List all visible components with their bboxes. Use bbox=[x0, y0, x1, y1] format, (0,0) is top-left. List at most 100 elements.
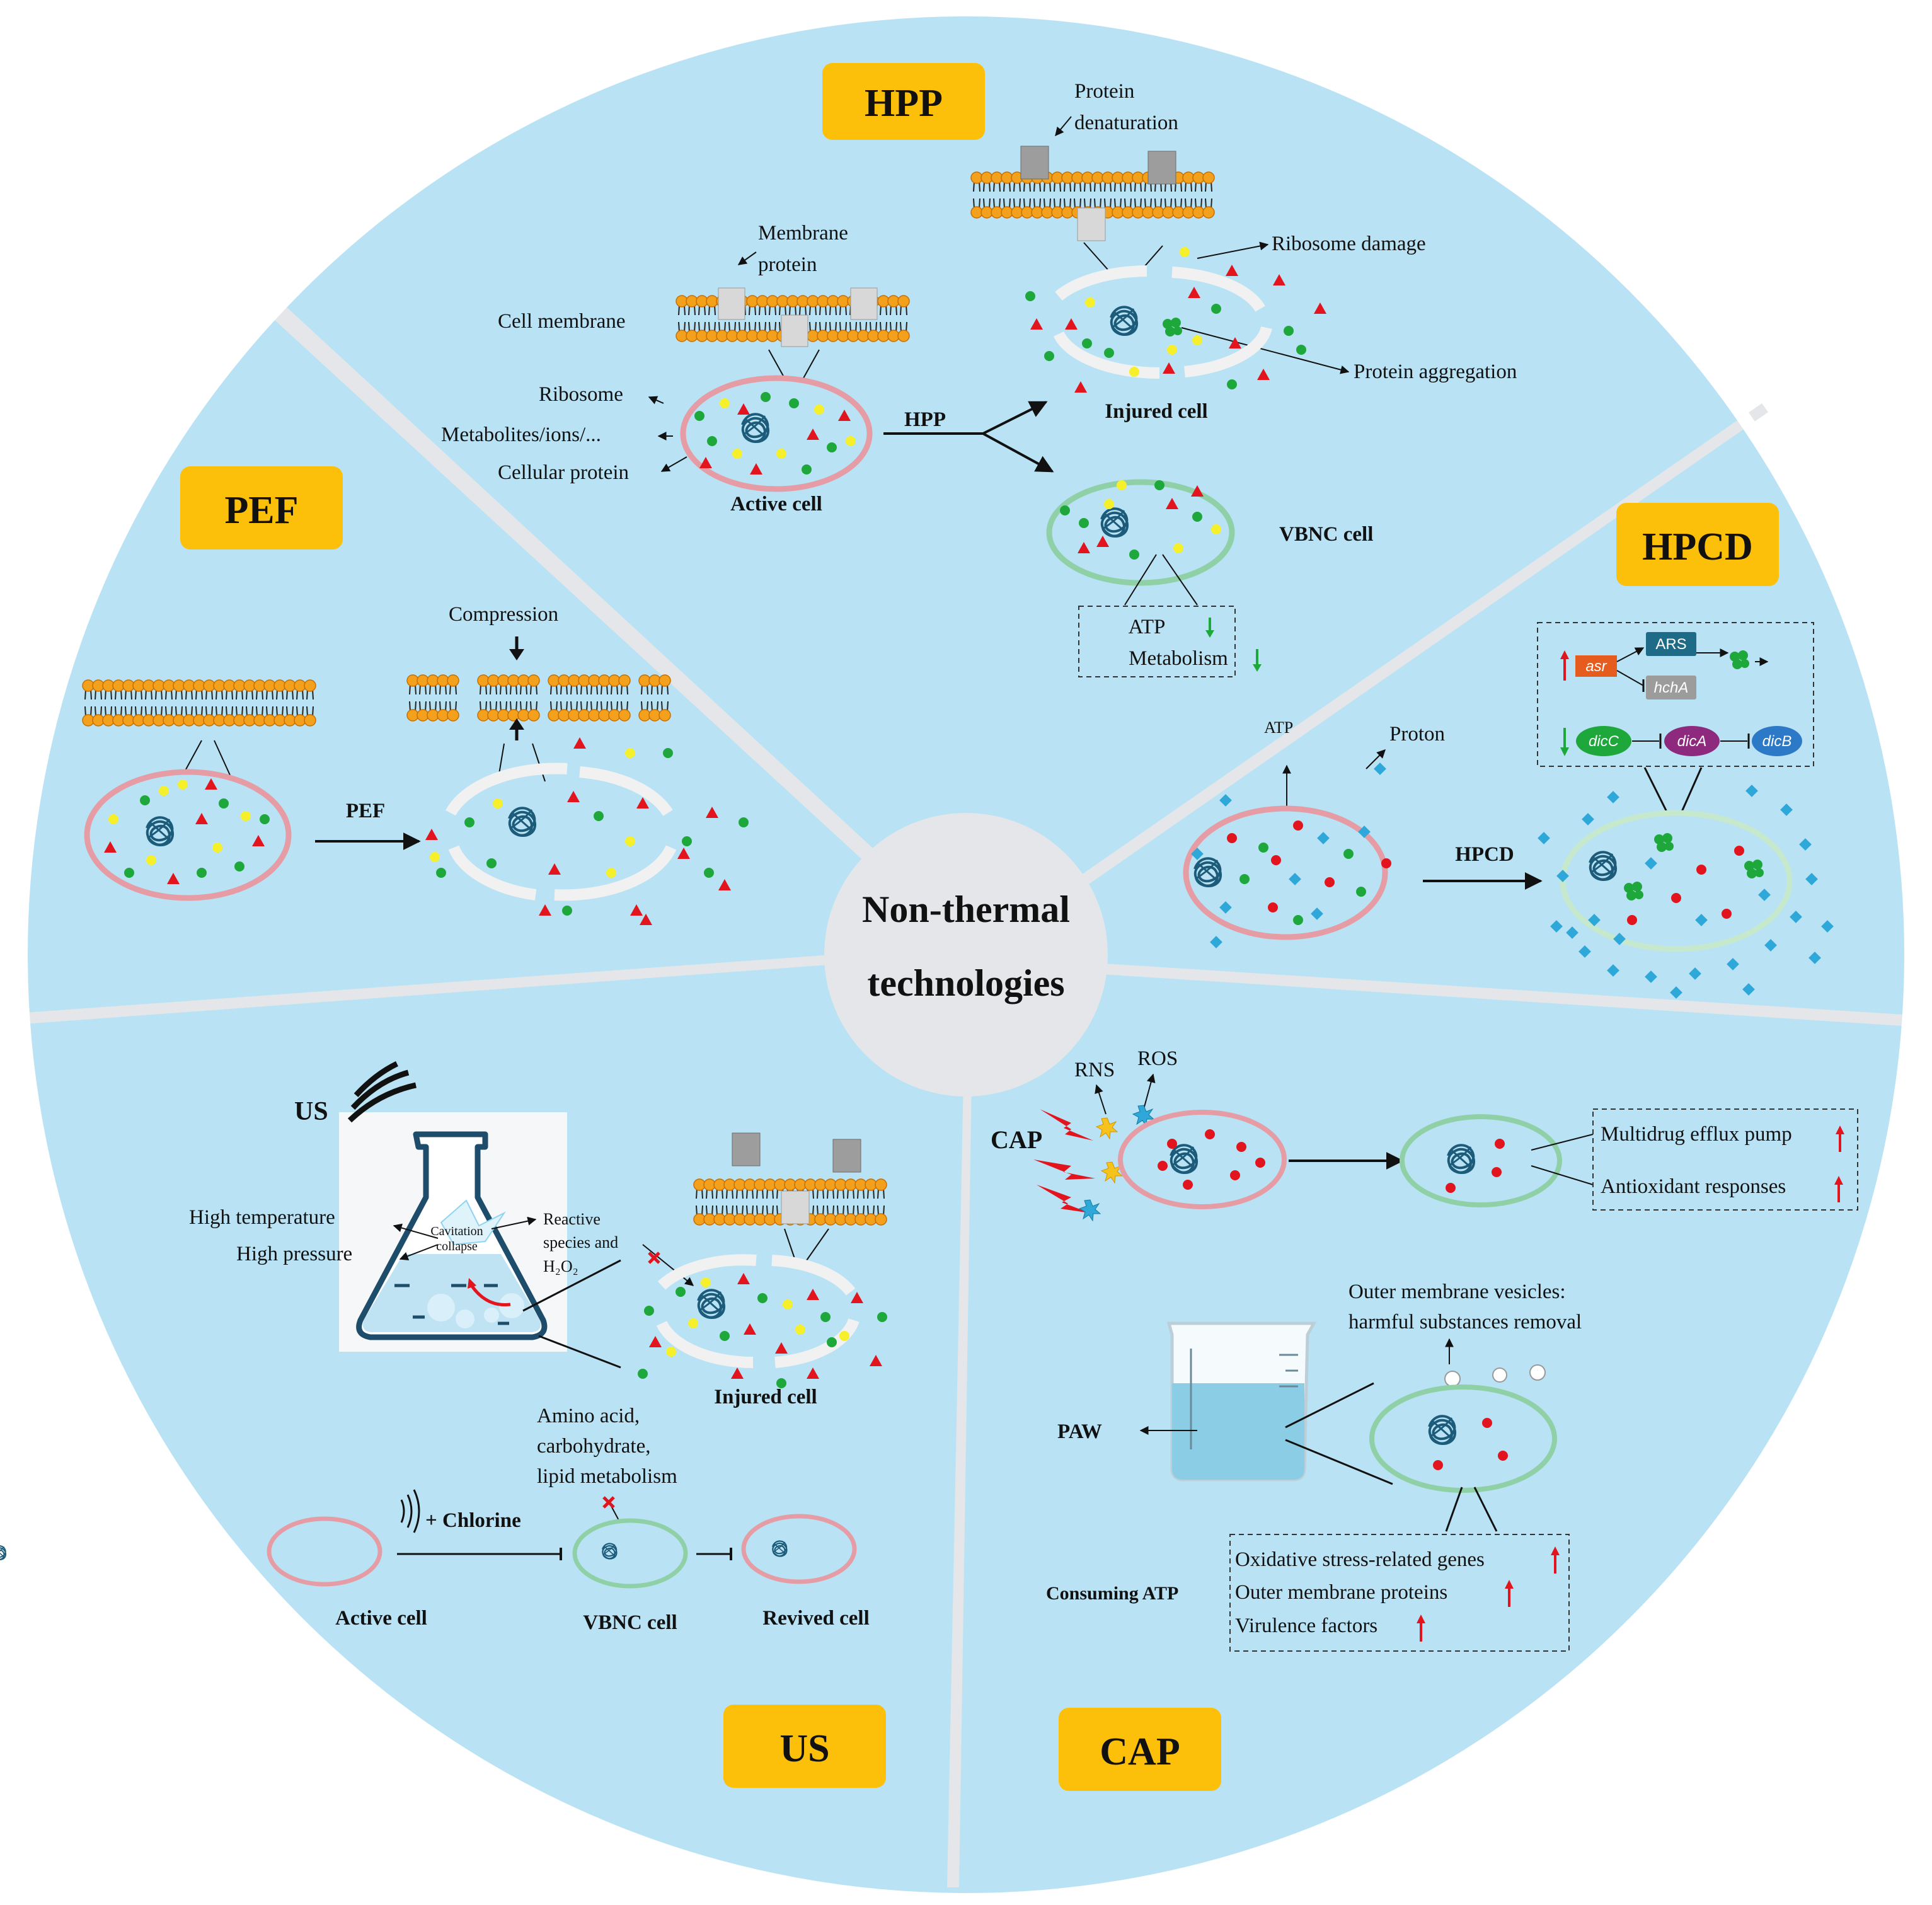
proton-icon bbox=[1808, 952, 1821, 964]
cap-effect-2: Outer membrane proteins bbox=[1235, 1581, 1447, 1604]
protein-icon bbox=[737, 403, 750, 415]
ribosome-icon bbox=[776, 1378, 786, 1388]
red-particle-icon bbox=[1293, 820, 1303, 831]
tag-us-label: US bbox=[779, 1727, 829, 1770]
vesicle-icon bbox=[1444, 1371, 1461, 1387]
metabolite-icon bbox=[839, 1331, 849, 1341]
pef-active-cell bbox=[84, 769, 292, 901]
proton-icon bbox=[1745, 785, 1758, 797]
protein-denaturation-label-1: Protein bbox=[1074, 80, 1134, 103]
metabolite-icon bbox=[1117, 480, 1127, 490]
protein-denaturation-label-2: denaturation bbox=[1074, 112, 1178, 134]
hpp-injured-cell bbox=[1025, 247, 1326, 393]
us-active-cell-small bbox=[0, 1516, 382, 1587]
metabolite-icon bbox=[212, 843, 222, 853]
proton-icon bbox=[1764, 939, 1777, 952]
protein-icon bbox=[1188, 287, 1200, 298]
red-particle-icon bbox=[1696, 865, 1706, 875]
protein-icon bbox=[1273, 274, 1285, 285]
red-particle-icon bbox=[1381, 858, 1391, 868]
block-cross-icon bbox=[602, 1496, 615, 1509]
tag-hpcd: HPCD bbox=[1616, 503, 1779, 586]
metabolite-icon bbox=[1192, 335, 1202, 345]
tag-pef-label: PEF bbox=[224, 489, 298, 532]
proton-icon bbox=[1805, 873, 1818, 885]
ribosome-icon bbox=[761, 392, 771, 402]
us-vbnc-cell-label: VBNC cell bbox=[583, 1611, 677, 1634]
metabolite-icon bbox=[1167, 345, 1177, 355]
proton-icon bbox=[1821, 920, 1834, 933]
cap-vbnc-cell bbox=[1400, 1114, 1562, 1207]
protein-icon bbox=[807, 1367, 819, 1379]
proton-icon bbox=[1742, 983, 1755, 996]
ribosome-icon bbox=[827, 1337, 837, 1347]
metabolite-icon bbox=[776, 449, 786, 459]
cap-paw-cell bbox=[1369, 1384, 1557, 1493]
proton-icon bbox=[1645, 857, 1657, 870]
proton-icon bbox=[1607, 964, 1619, 977]
gene-asr: asr bbox=[1585, 658, 1607, 675]
ribosome-icon bbox=[1079, 518, 1089, 528]
ribosome-icon bbox=[1293, 915, 1303, 925]
reactive-label-1: Reactive bbox=[543, 1210, 601, 1228]
protein-icon bbox=[744, 1323, 756, 1335]
vesicles-label-1: Outer membrane vesicles: bbox=[1348, 1281, 1566, 1303]
protein-icon bbox=[205, 778, 217, 790]
denatured-protein-icon bbox=[1147, 151, 1176, 185]
cap-response-1: Multidrug efflux pump bbox=[1601, 1123, 1792, 1146]
membrane-protein-icon bbox=[1077, 207, 1106, 241]
dicc-gene-oval bbox=[1576, 726, 1631, 756]
protein-icon bbox=[851, 1292, 863, 1303]
ribosome-icon bbox=[219, 798, 229, 809]
metabolism-note-3: lipid metabolism bbox=[537, 1465, 677, 1488]
metabolite-icon bbox=[783, 1299, 793, 1309]
protein-icon bbox=[718, 879, 731, 890]
vesicles-label-2: harmful substances removal bbox=[1348, 1311, 1582, 1333]
high-temperature-label: High temperature bbox=[189, 1206, 335, 1229]
cavitation-label-2: collapse bbox=[436, 1240, 478, 1253]
protein-icon bbox=[677, 848, 690, 859]
ribosome-icon bbox=[1082, 338, 1092, 348]
ribosome-icon bbox=[644, 1306, 654, 1316]
protein-icon bbox=[1191, 485, 1204, 497]
cap-active-cell bbox=[1118, 1110, 1287, 1209]
red-particle-icon bbox=[1271, 855, 1281, 865]
red-particle-icon bbox=[1167, 1139, 1177, 1149]
proton-icon bbox=[1790, 911, 1802, 923]
gene-hcha: hchA bbox=[1654, 679, 1689, 696]
injured-cell-label: Injured cell bbox=[1105, 400, 1207, 423]
ribosome-icon bbox=[707, 436, 717, 446]
ribosome-icon bbox=[682, 836, 692, 846]
dicb-gene-oval bbox=[1752, 726, 1802, 756]
us-injured-cell bbox=[638, 1254, 887, 1388]
ribosome-icon bbox=[1284, 326, 1294, 336]
protein-icon bbox=[1096, 536, 1109, 547]
denatured-protein-icon bbox=[732, 1132, 761, 1166]
beaker-icon bbox=[1166, 1321, 1317, 1482]
ribosome-icon bbox=[802, 464, 812, 475]
hpp-active-cell bbox=[680, 375, 873, 492]
protein-icon bbox=[548, 863, 561, 875]
proton-icon bbox=[1358, 826, 1371, 838]
cap-section: RNS ROS CAP Multidrug e bbox=[991, 1047, 1858, 1652]
red-particle-icon bbox=[1268, 902, 1278, 912]
hpcd-active-cell bbox=[1183, 805, 1391, 940]
cap-responses-box bbox=[1592, 1108, 1858, 1211]
ribosome-label: Ribosome bbox=[539, 383, 623, 406]
us-section: US Cavitation collapse High temperature … bbox=[0, 1061, 887, 1634]
proton-icon bbox=[1317, 832, 1330, 844]
ribosome-icon bbox=[820, 1312, 831, 1322]
us-injured-cell-label: Injured cell bbox=[714, 1386, 817, 1408]
membrane-protein-icon bbox=[781, 1190, 810, 1224]
proton-icon bbox=[1556, 870, 1569, 882]
protein-icon bbox=[1030, 318, 1043, 330]
ribosome-icon bbox=[1104, 348, 1114, 358]
protein-aggregation-label: Protein aggregation bbox=[1354, 360, 1517, 383]
protein-icon bbox=[104, 841, 117, 853]
ribosome-icon bbox=[594, 811, 604, 821]
ros-label: ROS bbox=[1137, 1047, 1178, 1070]
ribosome-icon bbox=[436, 868, 446, 878]
proton-icon bbox=[1758, 889, 1771, 901]
protein-icon bbox=[737, 1273, 750, 1284]
